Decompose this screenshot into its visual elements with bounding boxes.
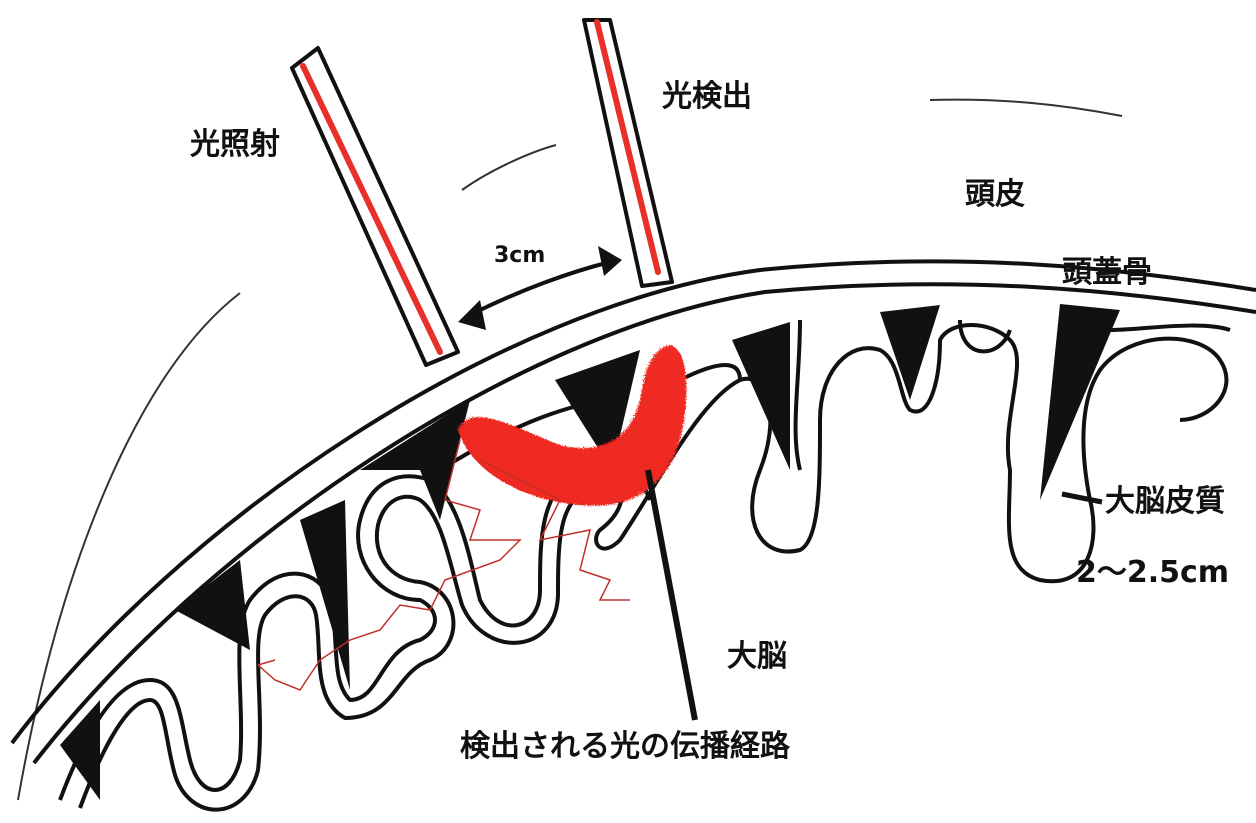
scalp-sketch-line [462,145,556,190]
label-light-irradiation: 光照射 [190,130,280,160]
label-detected-light-path: 検出される光の伝播経路 [460,732,790,762]
distance-arrowhead-left [458,300,486,330]
label-cortex-thickness: 2〜2.5cm [1076,558,1229,588]
light-path-leader-line [648,470,695,720]
label-cerebrum: 大脳 [727,642,787,672]
label-skull: 頭蓋骨 [1062,258,1152,288]
cortex-leader-line [1062,494,1102,502]
irradiation-fiber [292,48,458,365]
scalp-sketch-line [18,293,240,800]
distance-arrow [470,262,610,315]
sulcus-fill [300,500,350,690]
sulcus-fill [880,305,940,400]
label-scalp: 頭皮 [965,180,1025,210]
scalp-sketch-line [930,100,1122,116]
sulcus-fill [1040,304,1120,500]
label-distance: 3cm [494,245,545,267]
scatter-trace [258,440,520,690]
sulcus-fill [732,322,790,470]
scatter-trace [258,660,275,665]
label-light-detection: 光検出 [662,82,752,112]
detection-fiber [584,20,672,286]
label-cerebral-cortex: 大脳皮質 [1105,487,1225,517]
distance-arrowhead-right [598,246,622,276]
